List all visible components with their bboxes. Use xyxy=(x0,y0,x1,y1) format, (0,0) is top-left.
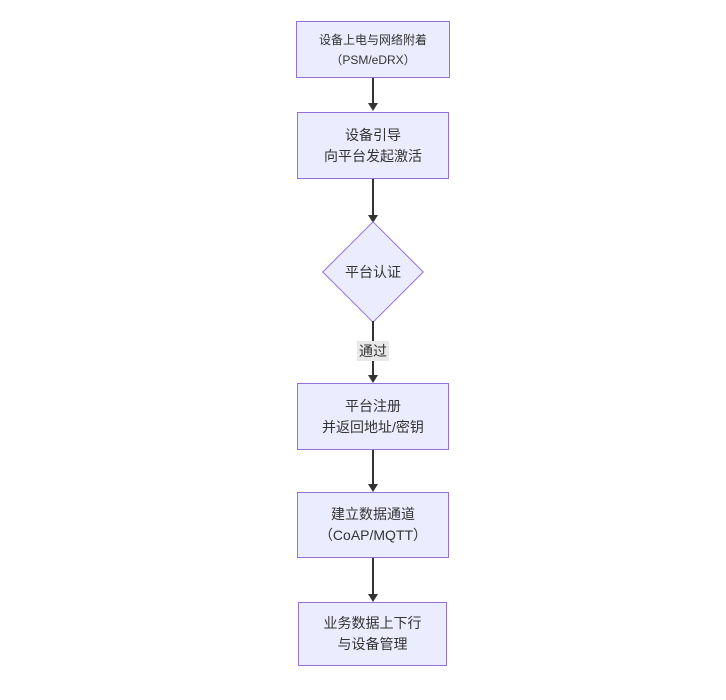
node-data-channel: 建立数据通道 （CoAP/MQTT） xyxy=(297,492,449,558)
arrowhead-icon xyxy=(368,484,378,492)
node-text-line: 设备引导 xyxy=(345,126,401,143)
node-platform-auth: 平台认证 xyxy=(322,221,424,323)
arrowhead-icon xyxy=(368,215,378,223)
node-text-line: 业务数据上下行 xyxy=(323,615,422,631)
edge-label-pass: 通过 xyxy=(357,341,389,361)
arrow-power-to-bootstrap xyxy=(368,78,378,111)
node-bootstrap: 设备引导 向平台发起激活 xyxy=(297,112,449,179)
node-text-line: （CoAP/MQTT） xyxy=(318,527,428,543)
node-platform-register: 平台注册 并返回地址/密钥 xyxy=(297,383,449,450)
arrow-line xyxy=(372,78,374,103)
arrow-line xyxy=(372,179,374,215)
node-text-line: 设备上电与网络附着 xyxy=(318,32,427,47)
node-text-line: 并返回地址/密钥 xyxy=(322,418,424,435)
node-text-line: 平台认证 xyxy=(345,264,401,280)
arrowhead-icon xyxy=(368,103,378,111)
node-text-line: 平台注册 xyxy=(345,397,401,414)
node-text-line: 向平台发起激活 xyxy=(324,147,422,164)
node-text-line: （PSM/eDRX） xyxy=(330,52,416,67)
arrow-channel-to-business xyxy=(368,558,378,602)
node-text-line: 与设备管理 xyxy=(337,636,408,652)
node-business-data: 业务数据上下行 与设备管理 xyxy=(298,602,447,666)
arrow-line xyxy=(372,558,374,594)
node-power-attach: 设备上电与网络附着 （PSM/eDRX） xyxy=(296,21,450,78)
node-text-line: 建立数据通道 xyxy=(331,506,415,522)
arrow-register-to-channel xyxy=(368,450,378,492)
arrowhead-icon xyxy=(368,375,378,383)
arrowhead-icon xyxy=(368,594,378,602)
arrow-bootstrap-to-auth xyxy=(368,179,378,223)
arrow-line xyxy=(372,450,374,484)
